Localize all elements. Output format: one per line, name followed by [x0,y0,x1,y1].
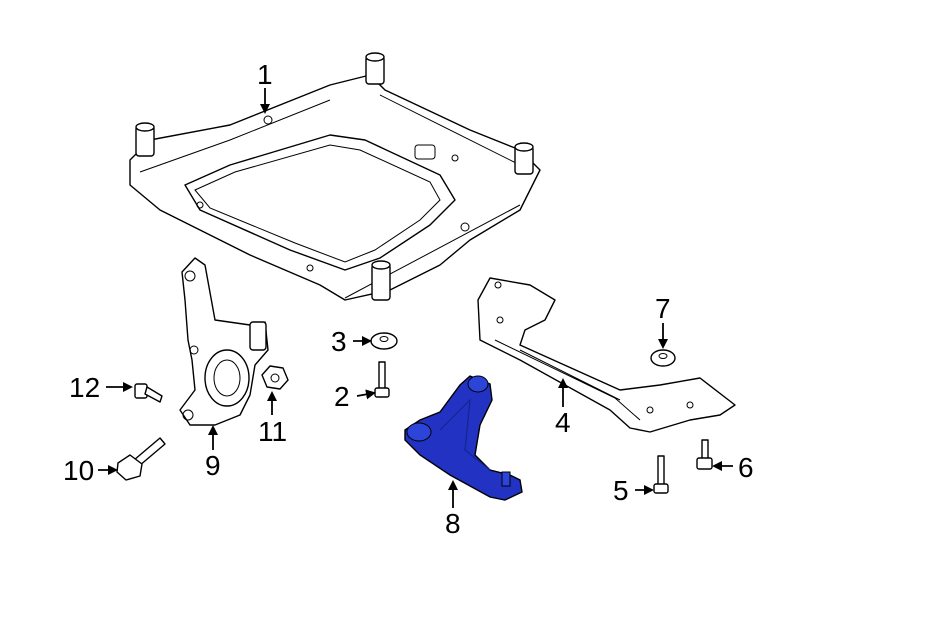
subframe-part[interactable] [129,52,541,301]
bolt-10-part[interactable] [116,437,166,481]
bolt-2-part[interactable] [374,361,390,398]
bolt-5-part[interactable] [653,455,669,494]
washer-7-part[interactable] [650,349,676,367]
callout-1: 1 [257,59,273,90]
callout-5: 5 [613,475,629,506]
nut-11-part[interactable] [261,365,289,390]
callout-9: 9 [205,450,221,481]
lower-control-arm-part[interactable] [404,375,523,501]
leader-lines [98,88,733,508]
steering-knuckle-part[interactable] [179,257,269,426]
crossmember-bar-part[interactable] [477,277,736,433]
callout-6: 6 [738,452,754,483]
callout-10: 10 [63,455,94,486]
bolt-6-part[interactable] [696,439,713,470]
callout-labels: 1 2 3 4 5 6 7 8 9 10 11 12 [63,59,754,539]
callout-7: 7 [655,293,671,324]
callout-3: 3 [331,326,347,357]
callout-12: 12 [69,372,100,403]
washer-3-part[interactable] [370,332,398,350]
callout-4: 4 [555,407,571,438]
callout-11: 11 [258,416,287,447]
callout-2: 2 [334,381,350,412]
bolt-12-part[interactable] [134,383,163,403]
callout-8: 8 [445,508,461,539]
